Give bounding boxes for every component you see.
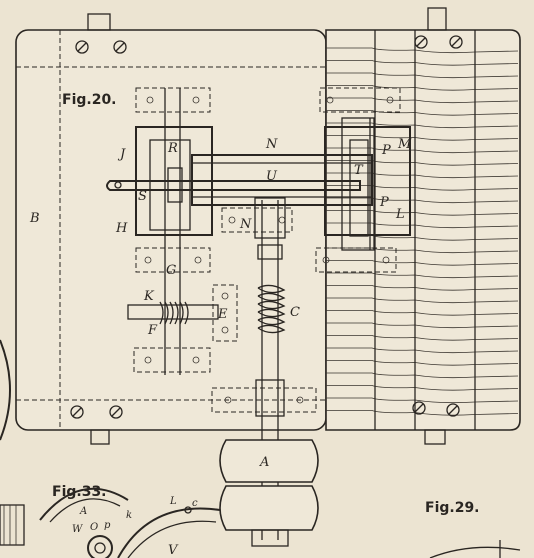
pulley-a (219, 439, 319, 547)
fig33-label-a: A (79, 506, 87, 517)
fig33-label-v: V (168, 543, 179, 558)
worm-gear-c (254, 197, 286, 540)
label-t: T (354, 163, 364, 178)
label-l: L (395, 207, 405, 222)
label-p-bot: P (379, 195, 389, 210)
fig33-label-k: k (126, 510, 132, 521)
fig33-label-w: W (72, 524, 83, 535)
label-a: A (259, 455, 269, 470)
label-e: E (217, 307, 228, 322)
fig33-label-p: p (104, 520, 111, 531)
label-n-mid: N (239, 217, 252, 232)
label-r: R (167, 141, 178, 156)
label-p-top: P (381, 143, 391, 158)
label-b: B (29, 211, 40, 226)
fig33-label-c: c (192, 498, 198, 509)
label-s: S (138, 189, 147, 204)
label-h: H (115, 221, 128, 236)
comb-plate (325, 7, 521, 445)
mounting-brackets (133, 87, 401, 413)
label-c: C (290, 305, 300, 320)
lever-rod-s (106, 167, 361, 203)
sliding-frame (135, 117, 411, 251)
spur-gear-k (127, 301, 219, 325)
fig33-gear (0, 487, 221, 558)
fig33-label-l: L (169, 496, 177, 507)
label-m: M (397, 137, 412, 152)
fig33-label-o: O (90, 522, 98, 533)
label-g: G (166, 263, 176, 278)
fig33-title: Fig.33. (52, 484, 107, 500)
label-f: F (147, 323, 158, 338)
label-u: U (266, 169, 278, 184)
fig29-fragment (429, 540, 521, 558)
label-k: K (143, 289, 155, 304)
fig29-title: Fig.29. (425, 500, 480, 516)
vertical-shaft-g (164, 88, 181, 375)
screw-heads (70, 13, 127, 445)
label-n-top: N (265, 137, 278, 152)
fig20-title: Fig.20. (62, 92, 117, 108)
left-edge-arc (0, 339, 11, 441)
label-j: J (117, 147, 126, 162)
